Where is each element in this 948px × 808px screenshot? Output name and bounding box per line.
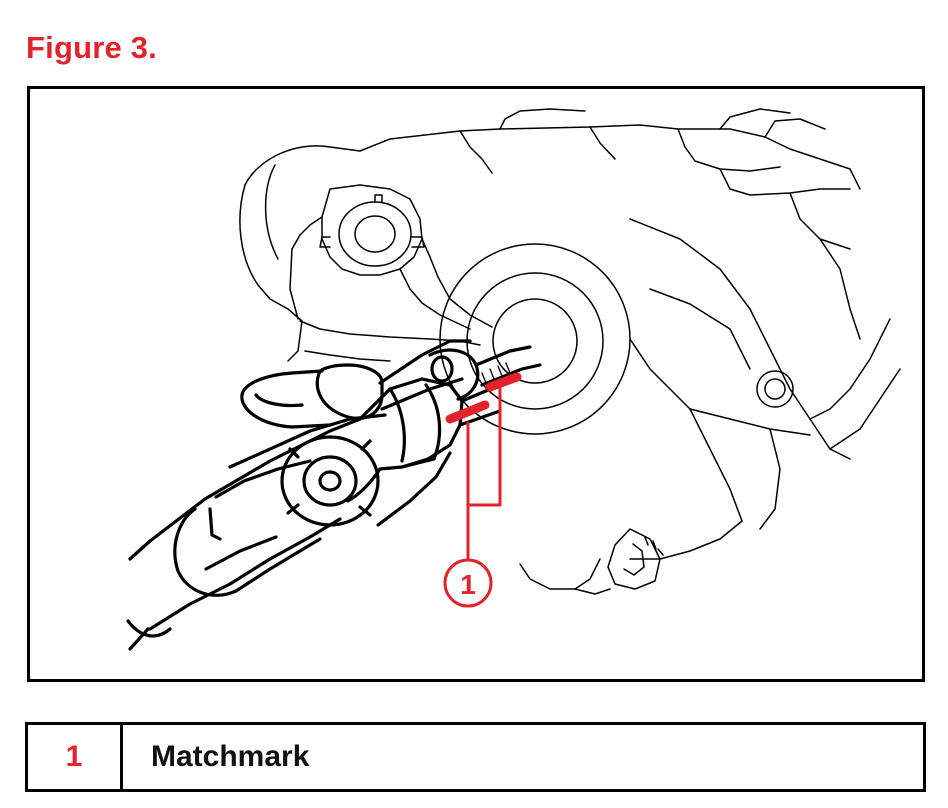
steering-column-illustration: 1 xyxy=(126,108,901,651)
figure-title: Figure 3. xyxy=(26,30,157,65)
callout-circle-icon xyxy=(443,558,493,608)
legend-number: 1 xyxy=(28,725,123,789)
shaft-serration xyxy=(481,362,511,384)
legend-label: Matchmark xyxy=(151,740,310,773)
matchmark-shaft xyxy=(445,400,490,424)
legend-table: 1 Matchmark xyxy=(25,722,926,792)
matchmark-yoke xyxy=(485,372,522,392)
illustration-frame: 1 xyxy=(27,86,925,682)
matchmark-callout xyxy=(443,372,522,608)
callout-number: 1 xyxy=(460,569,476,600)
